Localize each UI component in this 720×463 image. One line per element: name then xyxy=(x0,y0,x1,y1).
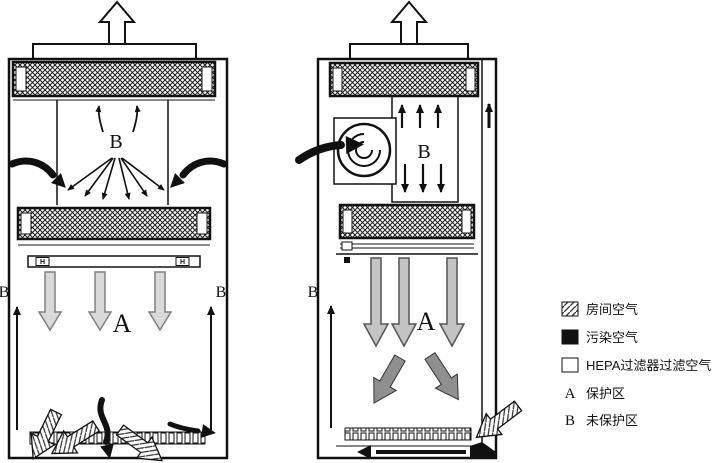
legend-swatch-contaminated-air xyxy=(561,329,579,345)
side-zones: B B xyxy=(0,284,226,430)
laminar-down-arrow xyxy=(391,257,417,347)
plenum-label: B xyxy=(109,131,122,153)
legend-item: 污染空气 xyxy=(561,329,638,345)
fan-scroll xyxy=(336,122,392,178)
legend-symbol-a: A xyxy=(565,386,576,402)
work-zone-label: A xyxy=(113,309,132,338)
plenum-label: B xyxy=(417,141,430,163)
legend-item: 房间空气 xyxy=(561,301,638,317)
hepa-filter-supply xyxy=(338,203,476,251)
left-cabinet: B xyxy=(0,1,229,463)
legend-label: 污染空气 xyxy=(586,330,638,345)
legend-label: 未保护区 xyxy=(586,413,638,428)
front-grille xyxy=(336,427,482,447)
legend-item: B 未保护区 xyxy=(565,413,638,429)
legend-swatch-hepa-air xyxy=(561,357,579,373)
hepa-filter-top xyxy=(328,61,480,98)
sweep-airflow xyxy=(362,348,470,411)
plenum-chamber: B xyxy=(56,100,169,205)
exhaust-up-arrow xyxy=(99,1,135,45)
plenum-chamber: B xyxy=(391,95,459,203)
sash-clip-label: H xyxy=(180,259,185,266)
legend: 房间空气 污染空气 HEPA过滤器过滤空气 A 保护区 B 未保护区 xyxy=(561,301,711,429)
legend-label: HEPA过滤器过滤空气 xyxy=(586,358,711,373)
filter-end-cap xyxy=(15,66,27,92)
contaminated-down-arrow xyxy=(97,397,111,445)
legend-symbol-b: B xyxy=(565,413,575,429)
work-zone: A xyxy=(363,257,465,347)
filter-end-cap xyxy=(201,66,213,92)
contaminated-air-arrows xyxy=(8,157,228,193)
laminar-down-arrow xyxy=(439,257,465,347)
filter-end-cap xyxy=(461,209,472,234)
exhaust-up-arrow xyxy=(391,1,427,45)
top-duct xyxy=(349,43,469,60)
side-zone-label-right: B xyxy=(216,284,227,301)
drain-spout xyxy=(470,442,496,458)
right-cabinet: B xyxy=(295,1,527,460)
work-zone-label: A xyxy=(417,307,436,336)
contaminated-right-arrow xyxy=(167,421,201,434)
sash-bar xyxy=(336,253,478,263)
contaminated-air-arrow xyxy=(295,135,365,164)
sash-clip xyxy=(175,257,190,266)
diffuser-clip xyxy=(341,241,353,251)
laminar-down-arrow xyxy=(363,257,389,347)
blower-fan xyxy=(333,117,397,185)
side-zone-label-left: B xyxy=(0,284,9,301)
filter-end-cap xyxy=(20,212,32,235)
up-airflow-arrow xyxy=(132,105,141,133)
side-zone-label-left: B xyxy=(308,284,319,301)
filter-end-cap xyxy=(196,212,208,235)
sweep-arrow-right xyxy=(418,348,470,408)
laminar-down-arrow xyxy=(38,271,62,331)
sweep-arrow-left xyxy=(362,351,412,411)
legend-label: 保护区 xyxy=(586,386,625,401)
hepa-filter-supply xyxy=(16,206,212,246)
legend-item: A 保护区 xyxy=(565,386,625,402)
sash-bar: H H xyxy=(27,255,201,268)
down-airflow-arrows xyxy=(401,164,445,193)
legend-swatch-room-air xyxy=(561,301,579,317)
sash-clip xyxy=(344,257,350,263)
laminar-down-arrow xyxy=(148,271,172,331)
filter-end-cap xyxy=(332,67,343,92)
filter-end-cap xyxy=(342,209,353,234)
work-zone: A xyxy=(38,271,172,338)
sash-clip xyxy=(35,257,50,266)
filter-end-cap xyxy=(465,67,476,92)
fanout-down-arrows xyxy=(67,157,165,200)
sash-clip-label: H xyxy=(40,259,45,266)
cabinet-body xyxy=(316,57,498,460)
laminar-down-arrow xyxy=(88,271,112,331)
intake-airflow xyxy=(20,397,217,463)
up-airflow-arrows xyxy=(398,104,442,128)
side-zones: B xyxy=(308,284,335,428)
up-airflow-arrow xyxy=(95,105,104,133)
legend-item: HEPA过滤器过滤空气 xyxy=(561,357,711,373)
top-duct xyxy=(32,43,197,60)
hepa-filter-top xyxy=(11,60,217,101)
legend-label: 房间空气 xyxy=(586,302,638,317)
cabinet-body xyxy=(7,57,229,460)
base-airflow xyxy=(357,394,527,459)
